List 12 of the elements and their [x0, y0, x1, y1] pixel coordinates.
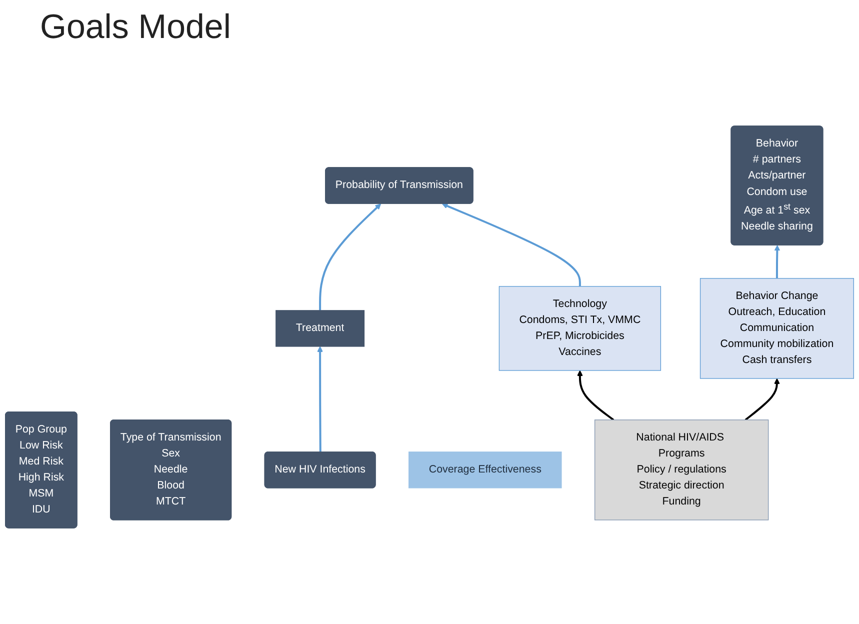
arrow [317, 346, 323, 452]
arrow [577, 370, 614, 421]
diagram-title: Goals Model [40, 8, 232, 47]
node-box: Technology Condoms, STI Tx, VMMC PrEP, Microbicides Vaccines [498, 286, 662, 371]
node-box: Treatment [276, 310, 365, 347]
arrow [774, 245, 780, 278]
node-box: Coverage Effectiveness [408, 452, 562, 488]
arrow [319, 204, 382, 310]
arrow [442, 203, 581, 286]
node-box: National HIV/AIDS Programs Policy / regulations Strategic direction Funding [594, 420, 769, 520]
arrow [744, 378, 780, 421]
node-box: Behavior Change Outreach, Education Communication Community mobilization Cash transfers [700, 278, 854, 379]
